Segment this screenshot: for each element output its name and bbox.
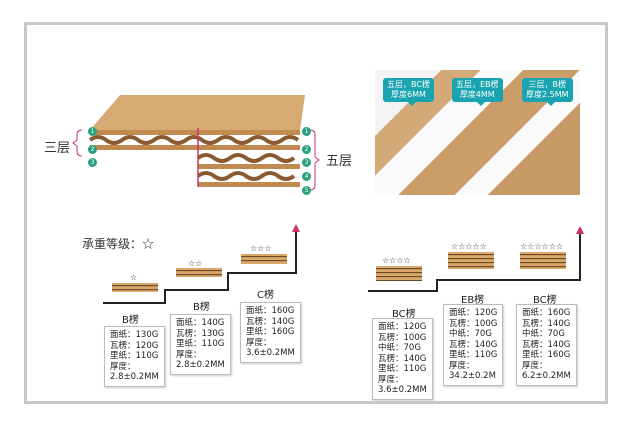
flute-name: B楞 [193,302,210,313]
layer-marker: 2 [302,145,311,154]
frame [24,22,608,404]
layer-marker: 3 [302,158,311,167]
rating-stars: ☆☆☆ [250,244,272,253]
rating-stars: ☆☆☆☆☆ [451,242,487,251]
cardboard-layers-diagram [72,95,320,191]
three-layer-label: 三层 [44,141,71,156]
layer-marker: 1 [88,127,97,136]
layer-marker: 1 [302,127,311,136]
rating-stars: ☆☆☆☆☆☆ [520,242,564,251]
layer-marker: 5 [302,186,311,195]
flute-name: BC楞 [392,309,416,320]
flute-name: EB楞 [461,295,485,306]
board-sample [241,254,287,264]
board-sample [176,268,222,277]
layer-marker: 3 [88,158,97,167]
photo-tag-bc: 五层，BC楞厚度6MM [383,78,434,106]
board-sample [520,252,566,269]
layer-marker: 2 [88,145,97,154]
rating-stars: ☆☆☆☆ [382,256,411,265]
photo-tag-b: 三层，B楞厚度2.5MM [522,78,573,106]
board-sample [448,252,494,269]
five-layer-label: 五层 [326,154,353,169]
layer-marker: 4 [302,172,311,181]
rating-stars: ☆ [130,273,138,282]
board-sample [112,283,158,292]
flute-name: BC楞 [533,295,557,306]
flute-name: B楞 [122,315,139,326]
rating-stars: ☆☆ [188,259,203,268]
board-sample [376,266,422,281]
photo-tag-eb: 五层，EB楞厚度4MM [452,78,503,106]
flute-name: C楞 [257,290,274,301]
load-rating-label: 承重等级：☆ [82,237,155,251]
